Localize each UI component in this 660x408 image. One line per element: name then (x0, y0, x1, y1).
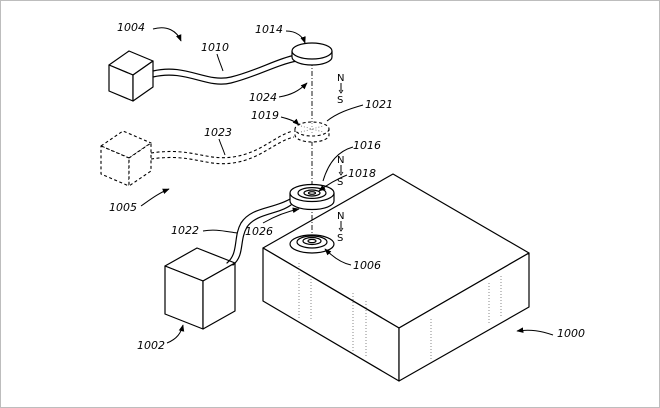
pole-marker-bottom: N S (337, 211, 344, 244)
svg-text:N: N (337, 155, 344, 166)
remote-unit-alt (100, 130, 152, 187)
ref-1014: 1014 (255, 23, 283, 36)
svg-text:N: N (337, 211, 344, 222)
ref-1006: 1006 (353, 259, 381, 272)
charging-platform (262, 173, 530, 382)
svg-text:S: S (337, 95, 343, 106)
remote-puck (291, 42, 333, 66)
remote-unit (108, 50, 154, 102)
ref-1005: 1005 (109, 201, 137, 214)
platform-right-face (398, 252, 530, 382)
svg-text:S: S (337, 177, 343, 188)
ref-1000: 1000 (557, 327, 585, 340)
ref-1018: 1018 (348, 167, 376, 180)
remote-cable-top (152, 54, 296, 79)
alt-puck (294, 121, 330, 143)
ref-1016: 1016 (353, 139, 381, 152)
remote-cable-bottom (152, 60, 298, 85)
alt-cable-bottom (150, 136, 295, 165)
svg-text:N: N (337, 73, 344, 84)
base-cable-left (226, 198, 291, 264)
ref-1023: 1023 (204, 126, 232, 139)
pole-marker-top: N S (337, 73, 344, 106)
ref-1024: 1024 (249, 91, 277, 104)
pole-marker-middle: N S (337, 155, 344, 188)
base-pad (289, 234, 335, 254)
ref-1026: 1026 (245, 225, 273, 238)
ref-1021: 1021 (365, 98, 393, 111)
platform-shading (298, 263, 367, 357)
base-cable-right (232, 204, 292, 266)
alt-cable-top (150, 130, 294, 159)
ref-1022: 1022 (171, 224, 199, 237)
base-unit (164, 247, 236, 330)
platform-shading-right (430, 276, 502, 361)
svg-text:S: S (337, 233, 343, 244)
ref-1019: 1019 (251, 109, 279, 122)
ref-1004: 1004 (117, 21, 145, 34)
ref-1010: 1010 (201, 41, 229, 54)
base-connector (289, 183, 335, 211)
ref-1002: 1002 (137, 339, 165, 352)
